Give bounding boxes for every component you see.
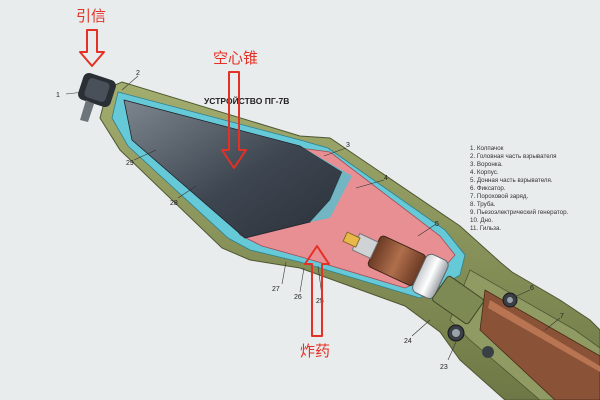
legend-item: 2. Головная часть взрывателя: [470, 153, 556, 160]
diagram-title: УСТРОЙСТВО ПГ-7В: [204, 95, 289, 106]
fuze-cap: [78, 72, 116, 122]
propellant-stripe: [488, 300, 600, 372]
liner-arrow: [221, 71, 247, 169]
parts-legend: 1. Колпачок 2. Головная часть взрывателя…: [470, 145, 569, 232]
legend-item: 4. Корпус.: [470, 169, 499, 176]
label-liner: 空心锥: [213, 49, 258, 67]
legend-item: 7. Пороховой заряд.: [470, 193, 528, 200]
part-number-26: 26: [294, 294, 302, 301]
base-fuze: [342, 231, 449, 300]
part-number-7: 7: [560, 313, 564, 320]
part-number-3: 3: [346, 142, 350, 149]
coupling-rings: [432, 275, 518, 358]
part-number-23: 23: [440, 364, 448, 371]
part-number-28: 28: [170, 200, 178, 207]
legend-item: 11. Гильза.: [470, 225, 501, 232]
part-number-29: 29: [126, 160, 134, 167]
leader-lines: [65, 75, 561, 361]
explosive-arrow: [304, 245, 330, 337]
legend-item: 1. Колпачок: [470, 145, 504, 152]
part-number-1: 1: [56, 92, 60, 99]
cone-rim: [300, 146, 352, 222]
label-explosive: 炸药: [300, 342, 330, 360]
fuze-arrow: [79, 29, 105, 67]
part-number-5: 5: [435, 221, 439, 228]
part-number-6: 6: [530, 285, 534, 292]
part-number-4: 4: [384, 175, 388, 182]
legend-item: 6. Фиксатор.: [470, 185, 506, 192]
legend-item: 8. Труба.: [470, 201, 496, 208]
legend-item: 5. Донная часть взрывателя.: [470, 177, 553, 184]
label-fuze: 引信: [76, 7, 106, 25]
legend-item: 10. Днo.: [470, 217, 493, 224]
legend-item: 3. Воронка.: [470, 161, 503, 168]
part-number-2: 2: [136, 70, 140, 77]
part-number-27: 27: [272, 286, 280, 293]
legend-item: 9. Пьезоэлектрический генератор.: [470, 209, 569, 216]
part-number-25: 25: [316, 298, 324, 305]
part-number-24: 24: [404, 338, 412, 345]
